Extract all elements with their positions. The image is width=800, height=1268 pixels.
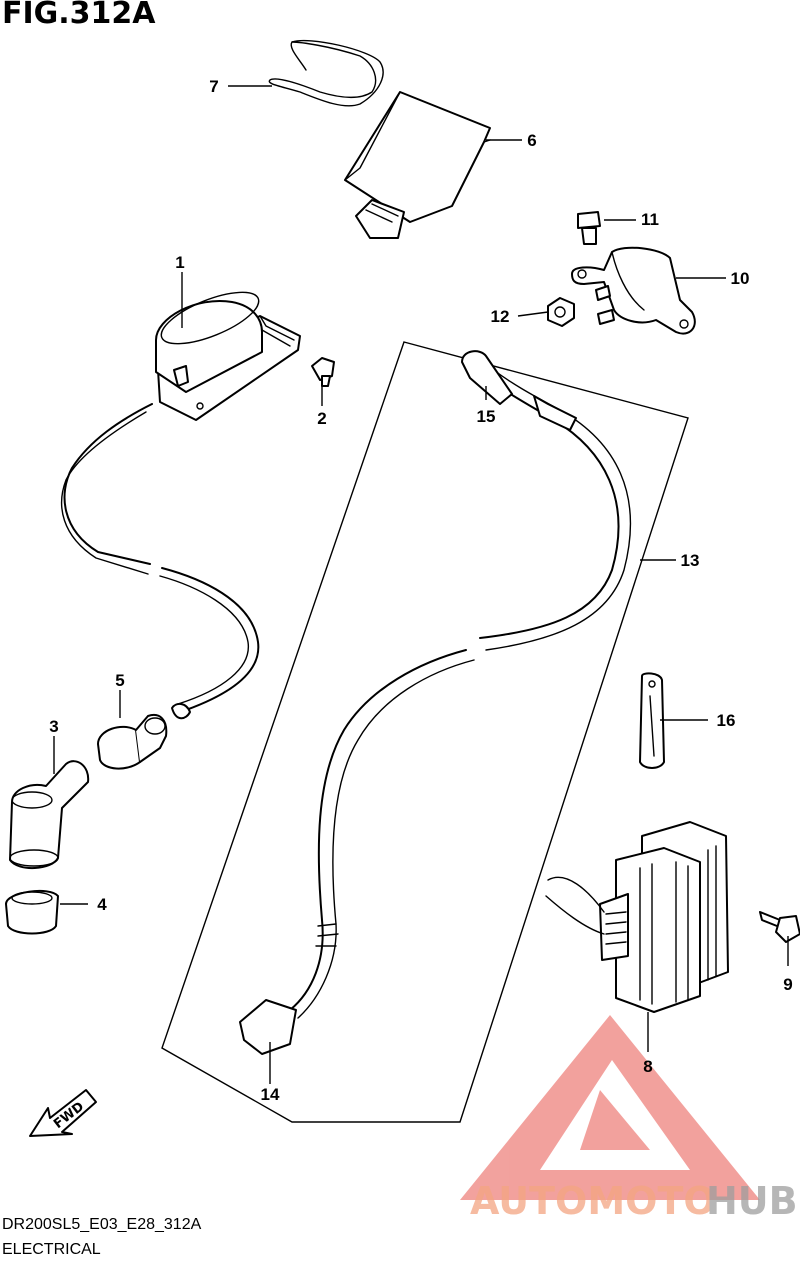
part-13-wire-harness [239, 350, 632, 1055]
part-11-bolt [577, 211, 601, 245]
callouts: 7 6 1 2 11 10 12 15 13 16 5 3 4 9 8 14 [49, 77, 792, 1104]
part-7-band [268, 39, 384, 107]
callout-12: 12 [491, 307, 510, 326]
watermark-triangle [460, 1015, 760, 1200]
callout-1: 1 [175, 253, 184, 272]
part-12-nut [547, 297, 575, 327]
callout-4: 4 [97, 895, 107, 914]
figure-title: FIG.312A [2, 0, 156, 31]
callout-10: 10 [731, 269, 750, 288]
part-10-starter-relay [571, 246, 696, 335]
callout-15: 15 [477, 407, 496, 426]
section-name: ELECTRICAL [2, 1241, 101, 1258]
callout-16: 16 [717, 711, 736, 730]
part-16-clamp [639, 672, 665, 769]
part-9-bolt [759, 911, 800, 943]
watermark-hub: HUB [706, 1179, 798, 1223]
callout-2: 2 [317, 409, 326, 428]
part-5-grommet [97, 714, 168, 770]
callout-5: 5 [115, 671, 124, 690]
callout-3: 3 [49, 717, 58, 736]
callout-8: 8 [643, 1057, 652, 1076]
harness-group-frame [161, 341, 689, 1123]
leader-lines [53, 85, 789, 1084]
callout-7: 7 [209, 77, 218, 96]
part-2-screw [311, 357, 335, 387]
watermark-automoto: AUTOMOTO [470, 1179, 716, 1223]
part-4-boot [5, 889, 59, 935]
callout-6: 6 [527, 131, 536, 150]
callout-11: 11 [641, 210, 659, 229]
watermark-logo [460, 1015, 760, 1200]
callout-9: 9 [783, 975, 792, 994]
callout-13: 13 [681, 551, 700, 570]
fwd-arrow: FWD [29, 1089, 97, 1137]
callout-14: 14 [261, 1085, 280, 1104]
diagram-code: DR200SL5_E03_E28_312A [2, 1216, 202, 1233]
part-3-plug-cap [9, 760, 90, 869]
part-8-regulator [545, 821, 729, 1013]
part-1-ignition-coil [155, 291, 301, 421]
part-6-cdi-unit [344, 91, 491, 239]
watermark-text: AUTOMOTO HUB [470, 1179, 798, 1223]
coil-high-tension-cable [63, 403, 260, 711]
